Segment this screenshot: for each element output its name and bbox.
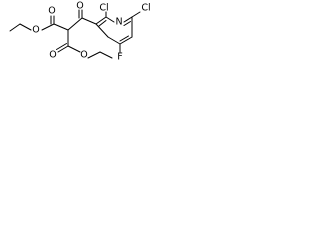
- bond-carbonyl-ch: [67, 17, 83, 31]
- atom-labels: Cl Cl N F O O O O O: [32, 1, 150, 63]
- bond-left-ether-ch2: [19, 23, 32, 31]
- bond-left-ester-c-o-single: [41, 23, 55, 31]
- bond-ch-left-ester-c: [53, 23, 69, 31]
- bond-c2-n: [105, 16, 115, 23]
- bond-right-ethyl-ch3: [99, 51, 113, 59]
- ketone-linker: [67, 9, 97, 31]
- fluorine-label: F: [117, 52, 122, 63]
- chlorine-right-label: Cl: [141, 3, 150, 14]
- bond-left-ethyl-ch3: [9, 23, 21, 32]
- bond-n-c6-double: [123, 21, 131, 26]
- ring-substituents: [105, 11, 141, 53]
- right-ether-oxygen-label: O: [80, 50, 87, 61]
- ketone-oxygen-label: O: [76, 1, 83, 12]
- left-carbonyl-oxygen-label: O: [48, 6, 55, 17]
- bond-c5-c4: [119, 36, 133, 45]
- bond-c3-c2-double: [98, 20, 107, 27]
- malonate-part: [9, 15, 113, 59]
- bond-c4-c3: [107, 36, 121, 45]
- bond-right-ester-c-o-single: [67, 45, 81, 53]
- chlorine-top-label: Cl: [99, 3, 108, 14]
- left-ether-oxygen-label: O: [32, 25, 39, 36]
- bond-c3-c2: [95, 16, 107, 25]
- pyridine-ring: [95, 16, 133, 45]
- bond-c3-ring: [95, 23, 109, 38]
- bond-ring-carbonyl: [81, 17, 97, 25]
- bond-c6-cl: [131, 11, 141, 18]
- right-carbonyl-oxygen-label: O: [49, 50, 56, 61]
- bond-right-ether-ch2: [87, 51, 101, 59]
- bond-right-ester-c-o-double: [57, 45, 69, 53]
- bond-c5-c4-double: [119, 35, 129, 42]
- nitrogen-label: N: [115, 17, 122, 28]
- bond-n-c6: [123, 16, 133, 23]
- chemical-structure-diagram: Cl Cl N F O O O O O: [9, 1, 151, 63]
- bond-right-ester-c-o-double-2: [56, 43, 67, 50]
